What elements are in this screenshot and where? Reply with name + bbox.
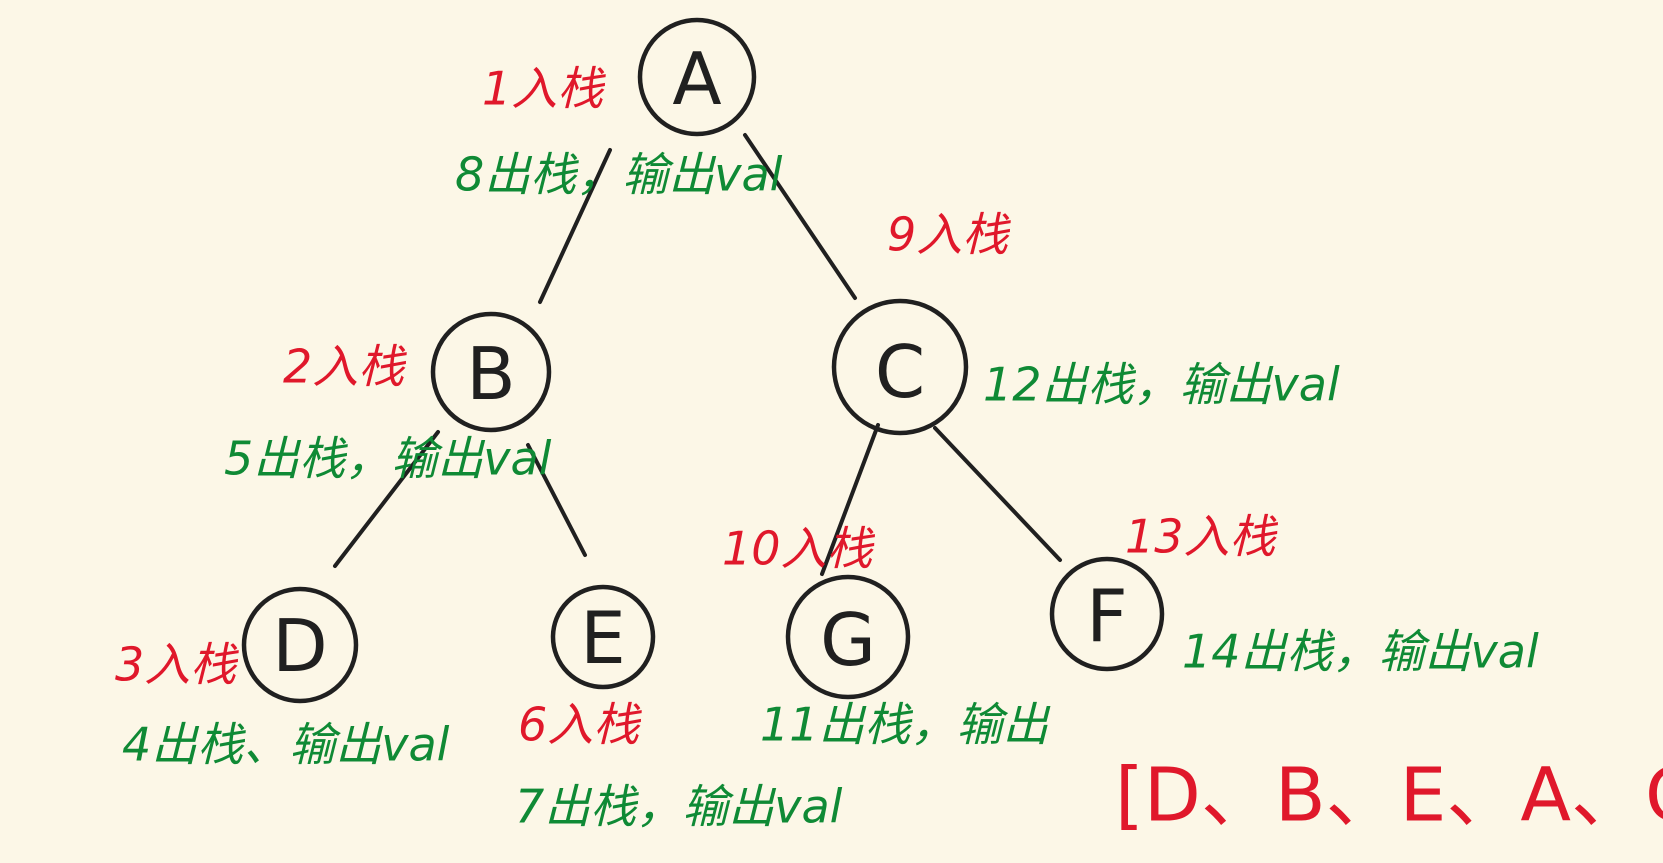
node-a-letter: A [672,37,721,121]
node-c-circle [831,298,969,436]
label-push-3: 3入栈 [115,638,239,692]
node-b-letter: B [466,332,515,416]
label-push-1: 1入栈 [482,62,606,116]
node-g-letter: G [820,598,876,682]
node-e-circle [550,584,656,690]
node-g-circle [785,574,911,700]
node-e: E [550,584,656,690]
label-pop-7: 7出栈，输出val [515,780,843,834]
node-g: G [785,574,911,700]
edge-b-e [526,443,587,557]
label-push-13: 13入栈 [1125,510,1279,564]
label-pop-12: 12出栈，输出val [983,358,1340,412]
node-d-letter: D [272,604,327,688]
edge-a-c [743,133,857,300]
node-e-letter: E [580,596,626,680]
label-pop-11: 11出栈，输出 [760,698,1051,752]
label-push-6: 6入栈 [518,698,642,752]
node-c: C [831,298,969,436]
node-f-circle [1049,556,1165,672]
edge-c-g [820,423,880,576]
node-c-letter: C [875,330,925,414]
node-d: D [241,586,359,704]
node-b: B [430,311,552,433]
edge-b-d [333,430,440,568]
label-pop-14: 14出栈，输出val [1182,625,1539,679]
node-b-circle [430,311,552,433]
label-pop-8: 8出栈，输出val [455,148,783,202]
edge-c-f [933,426,1062,562]
node-d-circle [241,586,359,704]
inorder-result: [D、B、E、A、G、C、F] [1115,753,1663,839]
label-push-2: 2入栈 [283,340,407,394]
edge-a-b [538,148,612,304]
node-a-circle [637,17,757,137]
node-f-letter: F [1086,574,1127,658]
label-pop-4: 4出栈、输出val [122,718,450,772]
label-pop-5: 5出栈，输出val [224,432,552,486]
label-push-9: 9入栈 [887,208,1011,262]
label-push-10: 10入栈 [722,522,876,576]
node-f: F [1049,556,1165,672]
node-a: A [637,17,757,137]
